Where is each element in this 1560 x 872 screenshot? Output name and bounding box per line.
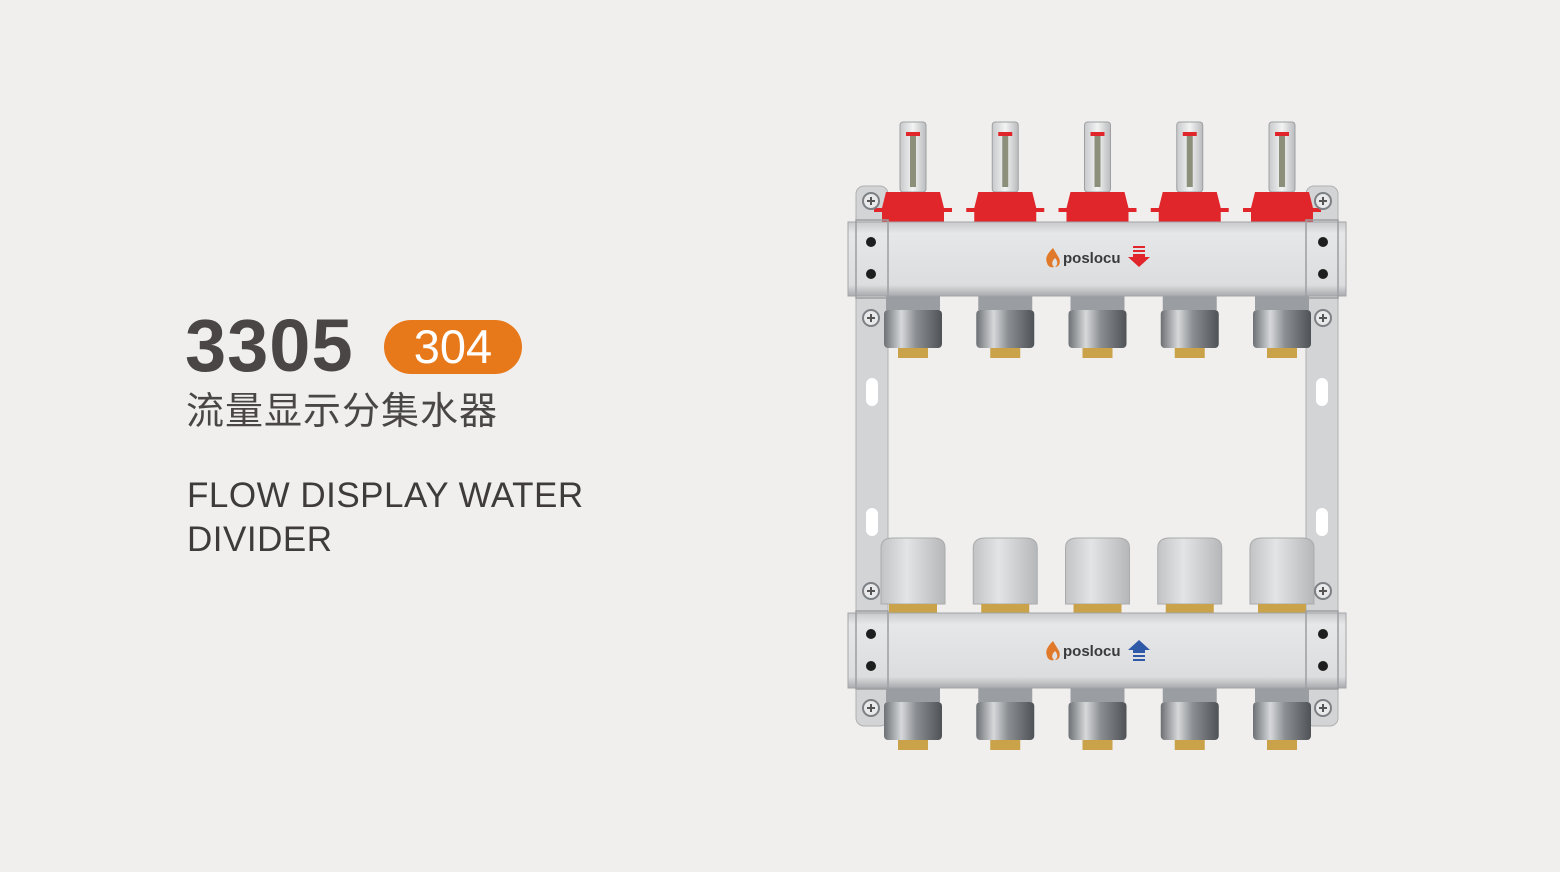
supply-bar: [847, 221, 1347, 297]
fitting-nut: [1070, 296, 1125, 310]
brass-ring: [1165, 604, 1214, 613]
brand-name: poslocu: [1063, 250, 1121, 267]
valve-knob: [880, 537, 946, 605]
product-name-en-line2: DIVIDER: [187, 520, 333, 559]
bolt-hole: [866, 661, 876, 671]
screw-slot: [867, 587, 875, 595]
bolt-hole: [1318, 269, 1328, 279]
compression-fitting: [1253, 702, 1311, 740]
bracket-slot: [1316, 508, 1328, 536]
flowmeter-cap: [874, 192, 952, 222]
flowmeter-scale: [1002, 133, 1009, 187]
compression-fitting: [976, 310, 1035, 348]
clamp-band: [855, 610, 889, 690]
brass-thread: [1082, 740, 1113, 750]
clamp-band: [1305, 610, 1339, 690]
arrow-down-icon: [1128, 246, 1150, 267]
brass-thread: [990, 348, 1021, 358]
brass-ring: [889, 604, 937, 613]
ports: [874, 121, 1321, 750]
bolt-hole: [1318, 661, 1328, 671]
compression-fitting: [976, 702, 1035, 740]
brass-thread: [1174, 348, 1205, 358]
product-name-en-line1: FLOW DISPLAY WATER: [187, 476, 584, 515]
flowmeter-scale: [1279, 133, 1285, 187]
model-number: 3305: [185, 304, 354, 387]
brass-thread: [898, 348, 928, 358]
brand-name: poslocu: [1063, 643, 1121, 660]
fitting-nut: [978, 296, 1033, 310]
screw-slot: [1319, 197, 1327, 205]
brass-thread: [990, 740, 1021, 750]
valve-knob: [1249, 537, 1315, 605]
brass-ring: [981, 604, 1030, 613]
brass-thread: [1267, 348, 1297, 358]
flowmeter-indicator: [1090, 132, 1105, 136]
flame-icon: [1046, 248, 1060, 268]
flame-icon: [1046, 641, 1060, 661]
flowmeter-scale: [1094, 133, 1101, 187]
product-name-cn: 流量显示分集水器: [186, 389, 499, 433]
screw-slot: [1319, 587, 1327, 595]
fitting-nut: [886, 688, 940, 702]
fitting-nut: [886, 296, 940, 310]
flowmeter-indicator: [998, 132, 1013, 136]
valve-knob: [1157, 537, 1223, 605]
return-bar: [847, 612, 1347, 689]
flowmeter-indicator: [1182, 132, 1197, 136]
screw-slot: [1319, 704, 1327, 712]
clamp-band: [855, 219, 889, 299]
bracket-slot: [1316, 378, 1328, 406]
brass-thread: [1267, 740, 1297, 750]
material-badge: 304: [384, 320, 522, 374]
fitting-nut: [1255, 688, 1309, 702]
flowmeter-indicator: [906, 132, 920, 136]
flowmeter-cap: [1243, 192, 1321, 222]
screw-slot: [867, 197, 875, 205]
brand-logo-bottom: poslocu: [1046, 640, 1150, 661]
compression-fitting: [1068, 702, 1127, 740]
flowmeter-scale: [910, 133, 916, 187]
fitting-nut: [978, 688, 1033, 702]
flowmeter-cap: [1150, 192, 1229, 222]
compression-fitting: [1160, 702, 1219, 740]
brass-thread: [1174, 740, 1205, 750]
fitting-nut: [1162, 296, 1217, 310]
bolt-hole: [866, 629, 876, 639]
flowmeter-cap: [966, 192, 1045, 222]
brass-thread: [898, 740, 928, 750]
arrow-up-icon: [1128, 640, 1150, 661]
bracket-slot: [866, 508, 878, 536]
fitting-nut: [1255, 296, 1309, 310]
flowmeter-indicator: [1275, 132, 1289, 136]
product-name-en: FLOW DISPLAY WATER DIVIDER: [187, 474, 627, 562]
bolt-hole: [1318, 629, 1328, 639]
compression-fitting: [1160, 310, 1219, 348]
brand-logo-top: poslocu: [1046, 246, 1150, 268]
flowmeter-scale: [1186, 133, 1193, 187]
compression-fitting: [884, 310, 942, 348]
compression-fitting: [1253, 310, 1311, 348]
fitting-nut: [1162, 688, 1217, 702]
screw-slot: [867, 314, 875, 322]
flowmeter-cap: [1058, 192, 1137, 222]
brass-ring: [1073, 604, 1122, 613]
screw-slot: [867, 704, 875, 712]
valve-knob: [1065, 537, 1130, 605]
brass-thread: [1082, 348, 1113, 358]
brass-ring: [1258, 604, 1306, 613]
bracket-slot: [866, 378, 878, 406]
fitting-nut: [1070, 688, 1125, 702]
compression-fitting: [884, 702, 942, 740]
clamp-band: [1305, 219, 1339, 299]
bolt-hole: [866, 237, 876, 247]
compression-fitting: [1068, 310, 1127, 348]
bolt-hole: [1318, 237, 1328, 247]
valve-knob: [972, 537, 1038, 605]
bolt-hole: [866, 269, 876, 279]
screw-slot: [1319, 314, 1327, 322]
